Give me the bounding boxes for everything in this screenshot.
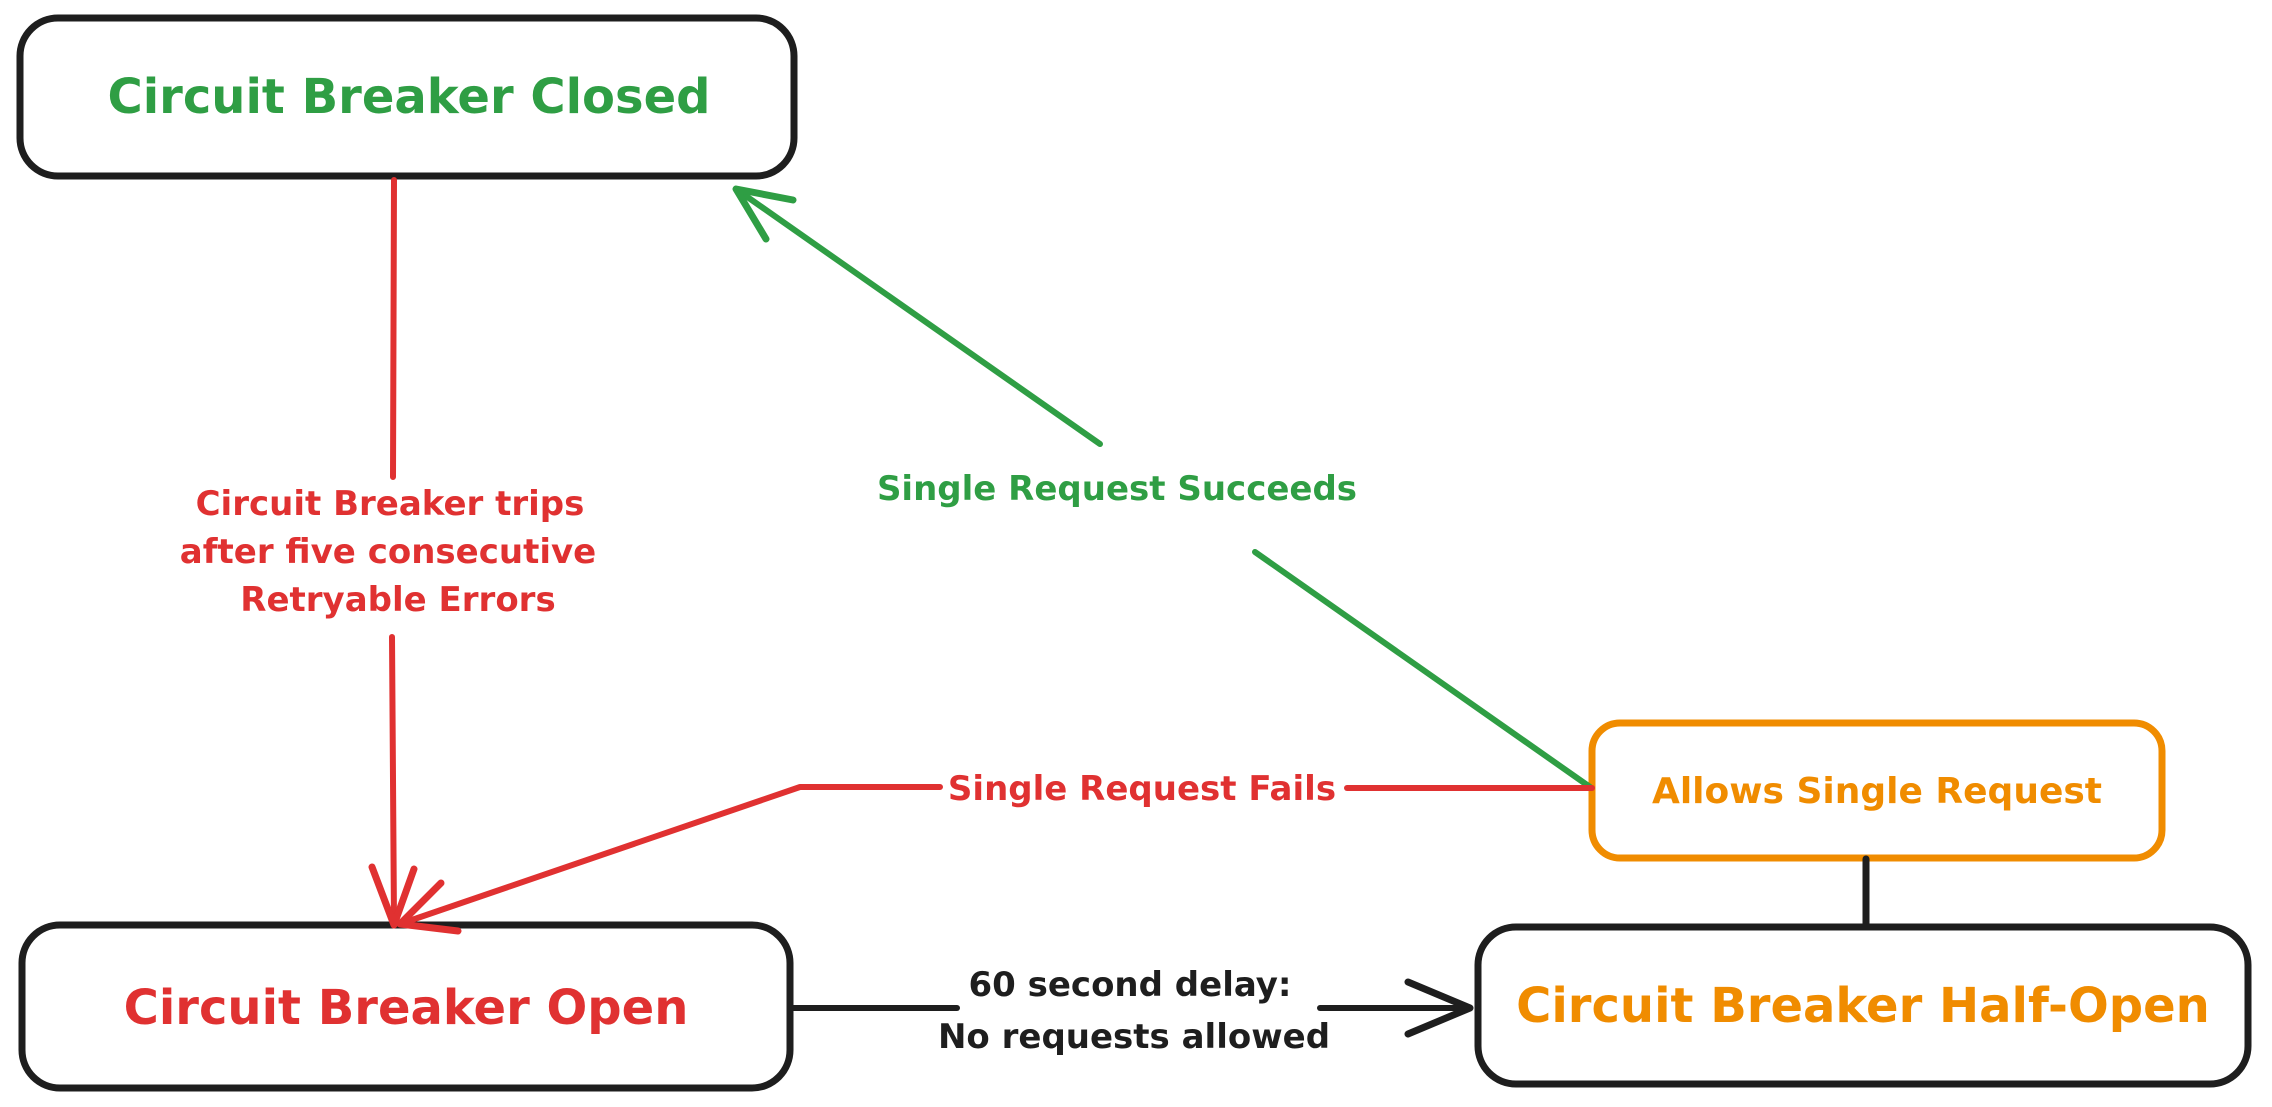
trips-arrowhead <box>368 863 418 929</box>
succeeds-arrow-upper-segment <box>733 186 1103 447</box>
trips-label-line-3: Retryable Errors <box>240 580 555 620</box>
open-state-label: Circuit Breaker Open <box>124 980 689 1036</box>
delay-arrowhead <box>1404 978 1474 1038</box>
delay-label-line-1: 60 second delay: <box>968 965 1291 1005</box>
succeeds-label: Single Request Succeeds <box>877 469 1357 509</box>
fails-label: Single Request Fails <box>948 769 1336 809</box>
closed-state-box <box>16 14 798 180</box>
trips-label-line-1: Circuit Breaker trips <box>196 484 585 524</box>
allows-single-request-label: Allows Single Request <box>1652 771 2102 812</box>
trips-arrow-upper-segment <box>390 177 397 480</box>
trips-label-line-2: after five consecutive <box>180 532 596 572</box>
half-open-state-box <box>1474 923 2252 1088</box>
half-open-state-label: Circuit Breaker Half-Open <box>1516 978 2210 1034</box>
fails-arrow-left-segment <box>397 784 943 927</box>
trips-arrow-lower-segment <box>389 634 397 925</box>
succeeds-arrow-lower-segment <box>1252 549 1593 790</box>
succeeds-arrowhead <box>732 185 797 243</box>
delay-label-line-2: No requests allowed <box>938 1017 1330 1057</box>
closed-state-label: Circuit Breaker Closed <box>108 69 711 125</box>
fails-arrowhead <box>396 879 462 935</box>
